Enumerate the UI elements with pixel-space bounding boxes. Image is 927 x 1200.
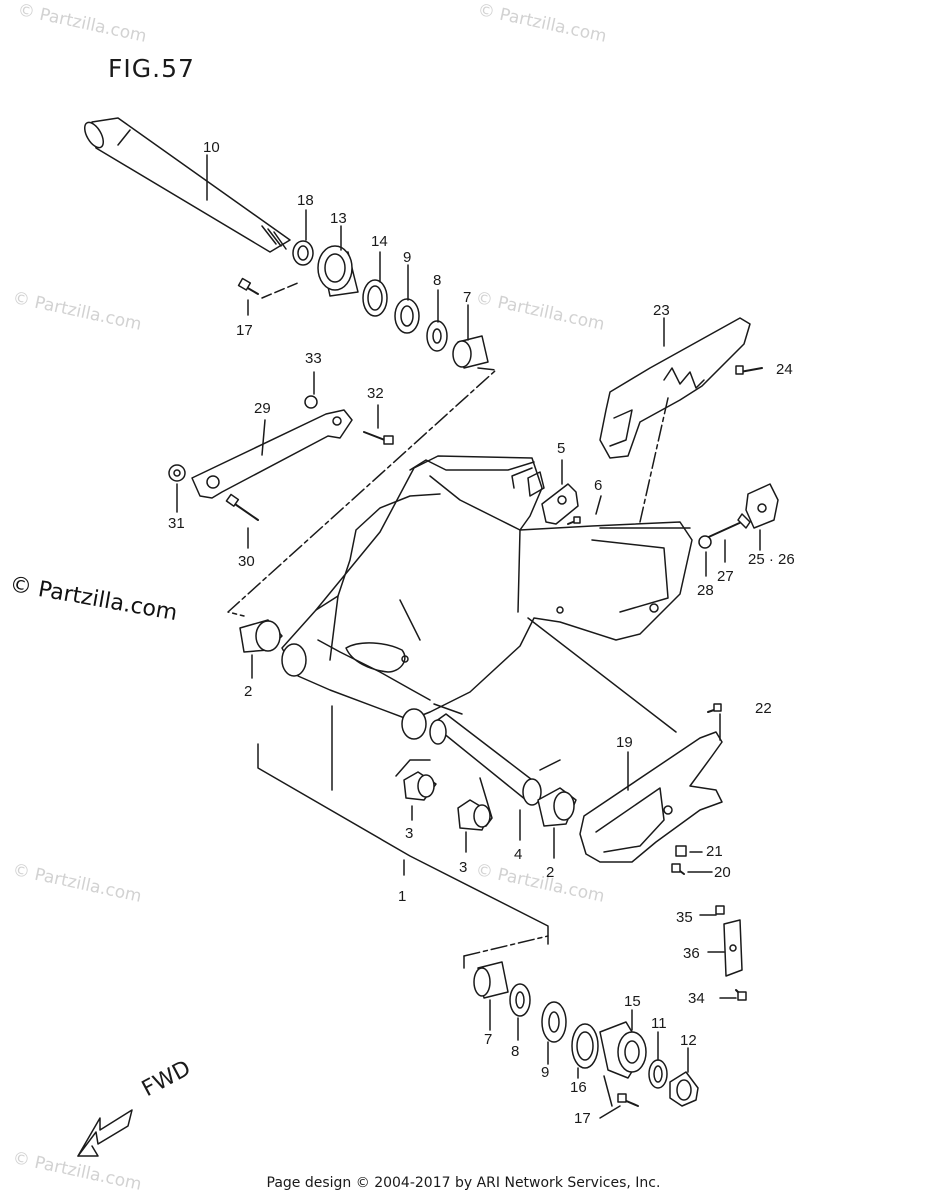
callout-c32: 32 (367, 385, 384, 402)
callout-c6: 6 (594, 477, 603, 494)
callout-c2b: 2 (546, 864, 555, 881)
callout-c28: 28 (697, 582, 714, 599)
callout-c11: 11 (651, 1015, 667, 1032)
callout-c3b: 3 (459, 859, 468, 876)
forward-arrow-icon (77, 1109, 133, 1157)
callout-c8b: 8 (511, 1043, 520, 1060)
callout-c12: 12 (680, 1032, 697, 1049)
swingarm-drawing (281, 455, 693, 740)
page-footer: Page design © 2004-2017 by ARI Network S… (266, 1175, 661, 1191)
upper-pivot-parts-drawing (237, 209, 489, 369)
callout-c7a: 7 (463, 289, 472, 306)
callout-c19: 19 (616, 734, 633, 751)
callout-c2a: 2 (244, 683, 253, 700)
callout-c35: 35 (676, 909, 693, 926)
callout-c24: 24 (776, 361, 793, 378)
lower-bushing-drawing (395, 713, 577, 859)
callout-c3a: 3 (405, 825, 414, 842)
callout-c13: 13 (330, 210, 347, 227)
callout-c20: 20 (714, 864, 731, 881)
callout-c18: 18 (297, 192, 314, 209)
callout-c17b: 17 (574, 1110, 591, 1127)
callout-c22: 22 (755, 700, 772, 717)
callout-c7b: 7 (484, 1031, 493, 1048)
axle-adjuster-drawing (698, 483, 779, 577)
callout-c15: 15 (624, 993, 641, 1010)
callout-c5: 5 (557, 440, 566, 457)
callout-c36: 36 (683, 945, 700, 962)
callout-c16: 16 (570, 1079, 587, 1096)
callout-c27: 27 (717, 568, 734, 585)
chain-guard-drawing (599, 317, 763, 523)
callout-c30: 30 (238, 553, 255, 570)
callout-c17a: 17 (236, 322, 253, 339)
chain-adjuster-plate-drawing (541, 459, 602, 525)
torque-link-drawing (168, 371, 394, 549)
chain-slider-drawing (699, 905, 747, 1001)
lower-pivot-parts-drawing (463, 935, 699, 1119)
collar-left-drawing (239, 619, 283, 679)
chain-buffer-drawing (579, 703, 723, 875)
callout-c9a: 9 (403, 249, 412, 266)
callout-c33: 33 (305, 350, 322, 367)
callout-c14: 14 (371, 233, 388, 250)
callout-c34: 34 (688, 990, 705, 1007)
callout-c31: 31 (168, 515, 185, 532)
callout-c21: 21 (706, 843, 723, 860)
callout-c10: 10 (203, 139, 220, 156)
pivot-shaft-drawing (83, 117, 291, 253)
callout-c29: 29 (254, 400, 271, 417)
callout-c4: 4 (514, 846, 523, 863)
callout-c23: 23 (653, 302, 670, 319)
callout-c2526: 25 · 26 (748, 551, 795, 568)
figure-title: FIG.57 (108, 54, 195, 83)
callout-c1: 1 (398, 888, 407, 905)
assembly-bracket-lines (257, 617, 677, 945)
callout-c9b: 9 (541, 1064, 550, 1081)
callout-c8a: 8 (433, 272, 442, 289)
